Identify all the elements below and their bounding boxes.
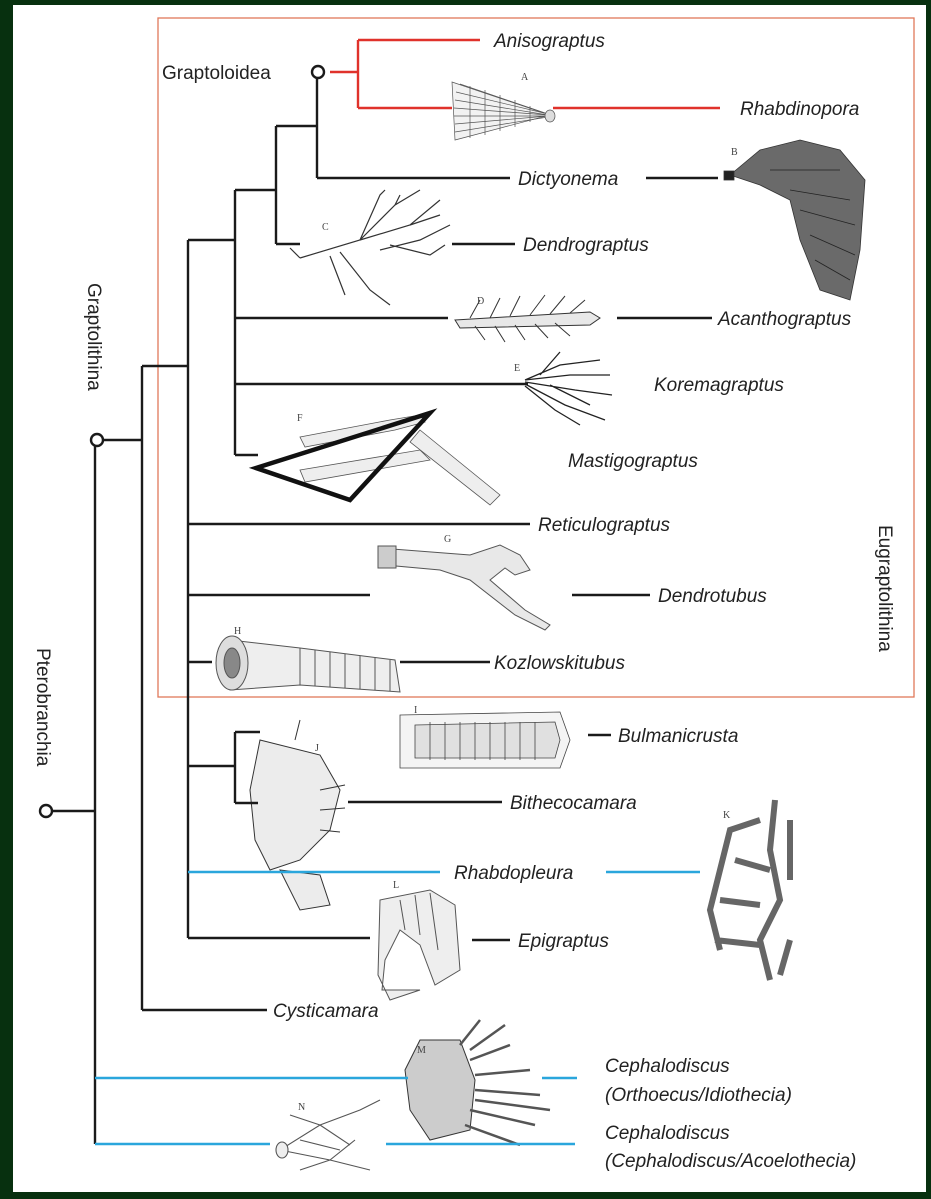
specimen-j-bithecocamara-illustration: [250, 720, 345, 910]
specimen-n-cephalodiscus-illustration: [276, 1100, 380, 1170]
taxon-koremagraptus: Koremagraptus: [654, 375, 784, 396]
specimen-letter-b: B: [731, 147, 738, 158]
taxon-anisograptus: Anisograptus: [493, 31, 605, 52]
specimen-e-koremagraptus-illustration: [525, 352, 612, 425]
phylogenetic-tree: A B C D E F G H I J K L M N: [13, 5, 926, 1192]
pterobranchia-label: Pterobranchia: [32, 648, 53, 767]
specimen-b-dictyonema-illustration: [724, 140, 865, 300]
specimen-l-epigraptus-illustration: [378, 890, 460, 1000]
taxon-cephalodiscus-orthoecus-line1: Cephalodiscus: [605, 1056, 730, 1077]
specimen-a-rhabdinopora-illustration: [452, 82, 555, 140]
taxon-rhabdinopora: Rhabdinopora: [740, 99, 859, 120]
specimen-letter-n: N: [298, 1102, 305, 1113]
taxon-bulmanicrusta: Bulmanicrusta: [618, 726, 738, 747]
specimen-letter-e: E: [514, 363, 520, 374]
graptolithina-label: Graptolithina: [83, 283, 104, 391]
specimen-g-dendrotubus-illustration: [378, 545, 550, 630]
specimen-letter-d: D: [477, 296, 484, 307]
eugraptolithina-label: Eugraptolithina: [874, 525, 895, 652]
specimen-i-bulmanicrusta-illustration: [400, 712, 570, 768]
graptoloidea-node: [312, 66, 324, 78]
specimen-letter-m: M: [417, 1045, 426, 1056]
taxon-reticulograptus: Reticulograptus: [538, 515, 671, 536]
taxon-cysticamara: Cysticamara: [273, 1001, 379, 1022]
taxon-cephalodiscus-acoelothecia-line1: Cephalodiscus: [605, 1123, 730, 1144]
taxon-rhabdopleura: Rhabdopleura: [454, 863, 573, 884]
specimen-letter-c: C: [322, 222, 329, 233]
specimen-f-mastigograptus-illustration: [256, 413, 500, 505]
specimen-letter-h: H: [234, 626, 241, 637]
taxon-kozlowskitubus: Kozlowskitubus: [494, 653, 625, 674]
taxon-acanthograptus: Acanthograptus: [717, 309, 852, 330]
taxon-epigraptus: Epigraptus: [518, 931, 609, 952]
taxon-dendrotubus: Dendrotubus: [658, 586, 767, 607]
pterobranchia-node: [40, 805, 52, 817]
specimen-letter-l: L: [393, 880, 399, 891]
specimen-k-rhabdopleura-illustration: [710, 800, 790, 980]
taxon-cephalodiscus-acoelothecia-line2: (Cephalodiscus/Acoelothecia): [605, 1151, 856, 1172]
specimen-letter-i: I: [414, 705, 417, 716]
graptolithina-node: [91, 434, 103, 446]
specimen-letter-a: A: [521, 72, 529, 83]
graptoloidea-label: Graptoloidea: [162, 63, 271, 84]
specimen-letter-k: K: [723, 810, 731, 821]
taxon-dendrograptus: Dendrograptus: [523, 235, 649, 256]
specimen-letter-f: F: [297, 413, 303, 424]
specimen-letter-g: G: [444, 534, 451, 545]
taxon-bithecocamara: Bithecocamara: [510, 793, 637, 814]
specimen-letter-j: J: [315, 743, 319, 754]
taxon-mastigograptus: Mastigograptus: [568, 451, 698, 472]
specimen-m-cephalodiscus-illustration: [405, 1020, 550, 1145]
specimen-h-kozlowskitubus-illustration: [216, 636, 400, 692]
diagram-panel: A B C D E F G H I J K L M N: [13, 5, 926, 1192]
taxon-dictyonema: Dictyonema: [518, 169, 618, 190]
taxon-cephalodiscus-orthoecus-line2: (Orthoecus/Idiothecia): [605, 1085, 792, 1106]
specimen-c-dendrograptus-illustration: [290, 190, 450, 305]
